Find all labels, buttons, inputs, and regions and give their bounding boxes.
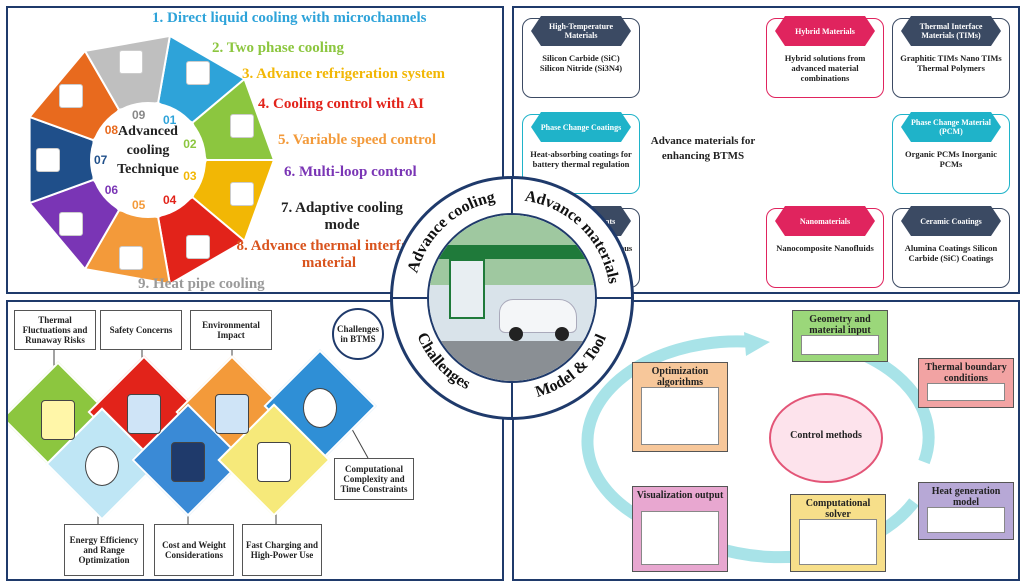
control-methods-label: Control methods (790, 430, 862, 441)
cooling-technique-icon (59, 212, 84, 237)
material-card-body: Graphitic TIMs Nano TIMs Thermal Polymer… (900, 53, 1002, 73)
cooling-item-1: 1. Direct liquid cooling with microchann… (152, 10, 427, 26)
materials-center-text: Advance materials for enhancing BTMS (650, 135, 756, 162)
challenge-fast-charging: Fast Charging and High-Power Use (242, 524, 322, 576)
material-card-body: Silicon Carbide (SiC) Silicon Nitride (S… (539, 53, 623, 73)
material-card-body: Nanocomposite Nanofluids (776, 243, 874, 253)
model-step-label: Optimization algorithms (651, 366, 709, 388)
challenge-safety: Safety Concerns (100, 310, 182, 350)
model-step-box: Visualization output (632, 486, 728, 572)
wheel-number-7: 07 (94, 153, 108, 167)
model-step-illustration (799, 519, 877, 565)
cooling-center-label: Advanced cooling Technique (104, 122, 192, 179)
challenge-energy-efficiency: Energy Efficiency and Range Optimization (64, 524, 144, 576)
material-card-body: Alumina Coatings Silicon Carbide (SiC) C… (904, 243, 998, 263)
model-step-illustration (641, 387, 719, 445)
material-card-heading: Hybrid Materials (775, 16, 875, 46)
material-card-body: Organic PCMs Inorganic PCMs (904, 149, 998, 169)
cooling-technique-icon (229, 182, 254, 207)
center-line-2: cooling (126, 143, 170, 158)
wheel-number-6: 06 (104, 182, 119, 197)
thermal-runaway-icon (41, 400, 75, 440)
advanced-cooling-panel: Advanced cooling Technique 01 02 03 04 05 06 0… (6, 6, 504, 294)
wheel-number-5: 05 (132, 198, 146, 213)
center-line-3: Technique (117, 162, 179, 177)
material-card-body: Heat-absorbing coatings for battery ther… (530, 149, 632, 169)
cycle-arrows (581, 332, 935, 564)
safety-icon (127, 394, 161, 434)
charging-icon (257, 442, 291, 482)
model-step-box: Optimization algorithms (632, 362, 728, 452)
center-line-1: Advanced (118, 124, 178, 139)
cooling-item-2: 2. Two phase cooling (212, 40, 344, 56)
model-step-label: Thermal boundary conditions (925, 362, 1007, 384)
wheel-center (90, 102, 206, 218)
material-card-heading: Thermal Interface Materials (TIMs) (901, 16, 1001, 46)
cooling-item-7: 7. Adaptive cooling mode (280, 200, 404, 233)
model-step-box: Thermal boundary conditions (918, 358, 1014, 408)
cooling-technique-icon (118, 246, 143, 271)
challenge-cost-weight: Cost and Weight Considerations (154, 524, 234, 576)
material-card-heading: High-Temperature Materials (531, 16, 631, 46)
model-step-box: Geometry and material input (792, 310, 888, 362)
material-card-heading: Nanomaterials (775, 206, 875, 236)
wheel-number-4: 04 (163, 192, 177, 207)
model-step-illustration (927, 383, 1005, 401)
cooling-technique-icon (229, 113, 254, 138)
material-card-heading: Phase Change Coatings (531, 112, 631, 142)
model-step-label: Heat generation model (931, 486, 1001, 508)
cooling-item-5: 5. Variable speed control (278, 132, 437, 148)
material-card-body: Hybrid solutions from advanced material … (784, 53, 866, 83)
cooling-item-6: 6. Multi-loop control (284, 164, 417, 180)
control-methods-ellipse (769, 393, 883, 483)
cooling-item-3: 3. Advance refrigeration system (242, 66, 446, 82)
cooling-technique-icon (186, 61, 210, 86)
energy-icon (85, 446, 119, 486)
model-step-illustration (801, 335, 879, 355)
model-step-box: Computational solver (790, 494, 886, 572)
center-ring: Advance cooling Advance materials Challe… (390, 176, 634, 420)
challenges-panel: Thermal Fluctuations and Runaway Risks S… (6, 300, 504, 581)
cooling-technique-icon (186, 234, 210, 259)
wheel-number-1: 01 (163, 113, 177, 128)
wheel-number-3: 03 (183, 168, 197, 183)
environment-icon (215, 394, 249, 434)
challenge-thermal-fluctuations: Thermal Fluctuations and Runaway Risks (14, 310, 96, 350)
wheel-number-8: 08 (104, 123, 119, 138)
material-card: Phase Change Material (PCM) Organic PCMs … (892, 112, 1010, 194)
cooling-item-8: 8. Advance thermal interface material (236, 238, 422, 271)
model-step-label: Geometry and material input (809, 314, 871, 336)
cooling-technique-icon (36, 148, 60, 172)
wheel-number-2: 02 (183, 137, 197, 152)
material-card: Thermal Interface Materials (TIMs) Graphi… (892, 16, 1010, 98)
challenge-computational: Computational Complexity and Time Constr… (334, 458, 414, 500)
ev-charging-photo (429, 215, 595, 381)
network-icon (303, 388, 337, 428)
wheel-number-9: 09 (132, 107, 146, 122)
material-card-heading: Ceramic Coatings (901, 206, 1001, 236)
model-step-label: Visualization output (636, 490, 724, 501)
model-step-box: Heat generation model (918, 482, 1014, 540)
challenge-environmental: Environmental Impact (190, 310, 272, 350)
cost-icon (171, 442, 205, 482)
challenges-title-badge: Challenges in BTMS (332, 308, 384, 360)
cooling-technique-icon (59, 83, 84, 108)
cooling-technique-icon (118, 49, 143, 74)
model-step-illustration (641, 511, 719, 565)
model-step-label: Computational solver (805, 498, 871, 520)
cooling-item-4: 4. Cooling control with AI (258, 96, 424, 112)
cooling-item-9: 9. Heat pipe cooling (138, 276, 265, 292)
material-card-heading: Phase Change Material (PCM) (901, 112, 1001, 142)
model-step-illustration (927, 507, 1005, 533)
